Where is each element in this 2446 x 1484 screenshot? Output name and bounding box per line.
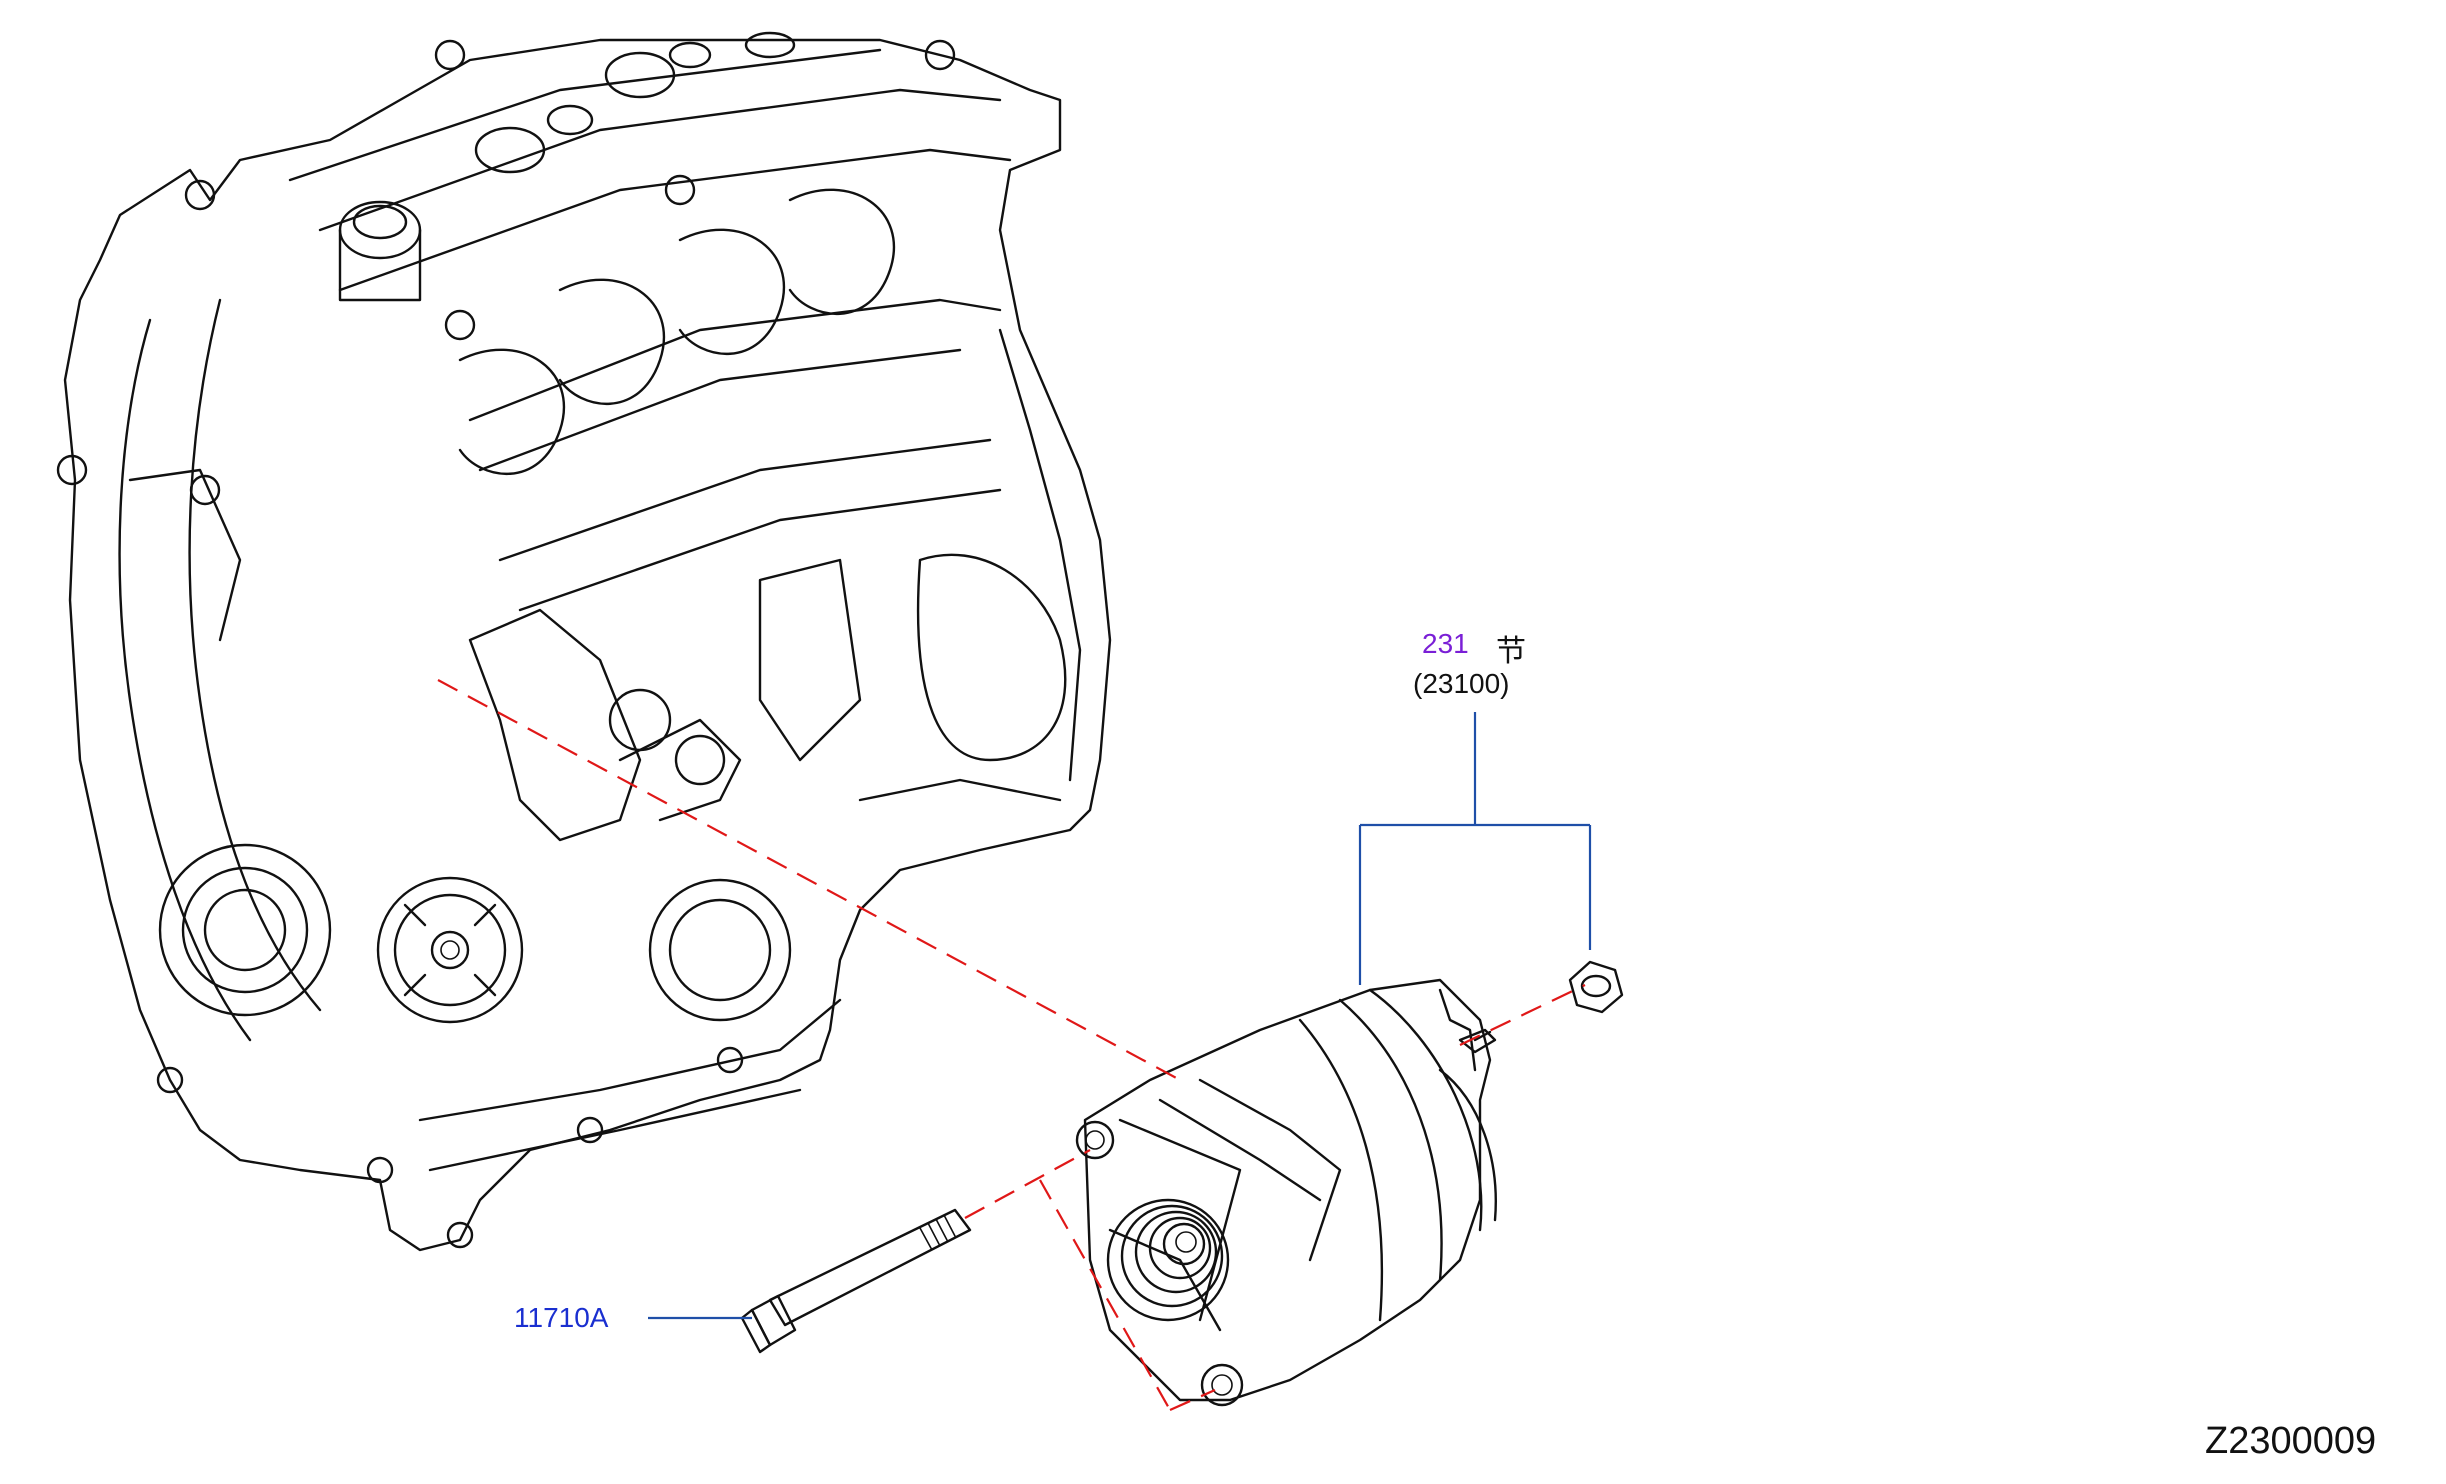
section-part-number: (23100) (1413, 668, 1510, 699)
engine-block (56, 31, 1112, 1252)
section-char-label: 节 (1496, 634, 1526, 669)
bolt-part-number[interactable]: 11710A (514, 1302, 609, 1333)
section-number-label: 231 (1422, 628, 1469, 659)
figure-code: Z2300009 (2205, 1420, 2377, 1462)
alternator (1075, 978, 1497, 1407)
dashed-guide-lines (437, 679, 1586, 1412)
leader-lines (648, 712, 1592, 1320)
terminal-nut (1568, 960, 1624, 1014)
mounting-bolt (740, 1208, 972, 1354)
